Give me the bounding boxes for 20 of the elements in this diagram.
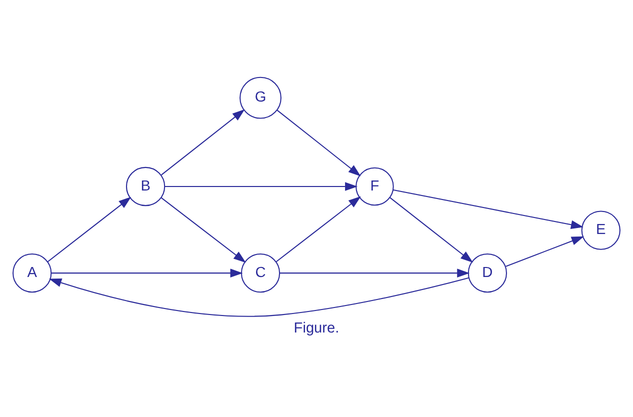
- node-circle: A: [12, 253, 52, 292]
- node-circle: E: [581, 210, 620, 250]
- arrow: [506, 236, 584, 266]
- node-circle: G: [240, 76, 282, 118]
- arrow: [280, 268, 470, 277]
- node-circle: B: [126, 166, 166, 206]
- arrow: [161, 108, 245, 175]
- arrow: [389, 196, 474, 262]
- arrow: [276, 196, 361, 262]
- caption: Figure.: [294, 320, 340, 336]
- node-circle: C: [240, 253, 280, 292]
- arrow: [47, 196, 132, 262]
- arrow: [48, 276, 469, 316]
- node-circle: F: [356, 166, 394, 206]
- arrow: [161, 196, 246, 262]
- arrow: [51, 268, 243, 277]
- node-circle: D: [468, 253, 508, 292]
- arrow: [164, 182, 358, 190]
- arrow: [276, 109, 361, 176]
- arrow: [392, 188, 584, 228]
